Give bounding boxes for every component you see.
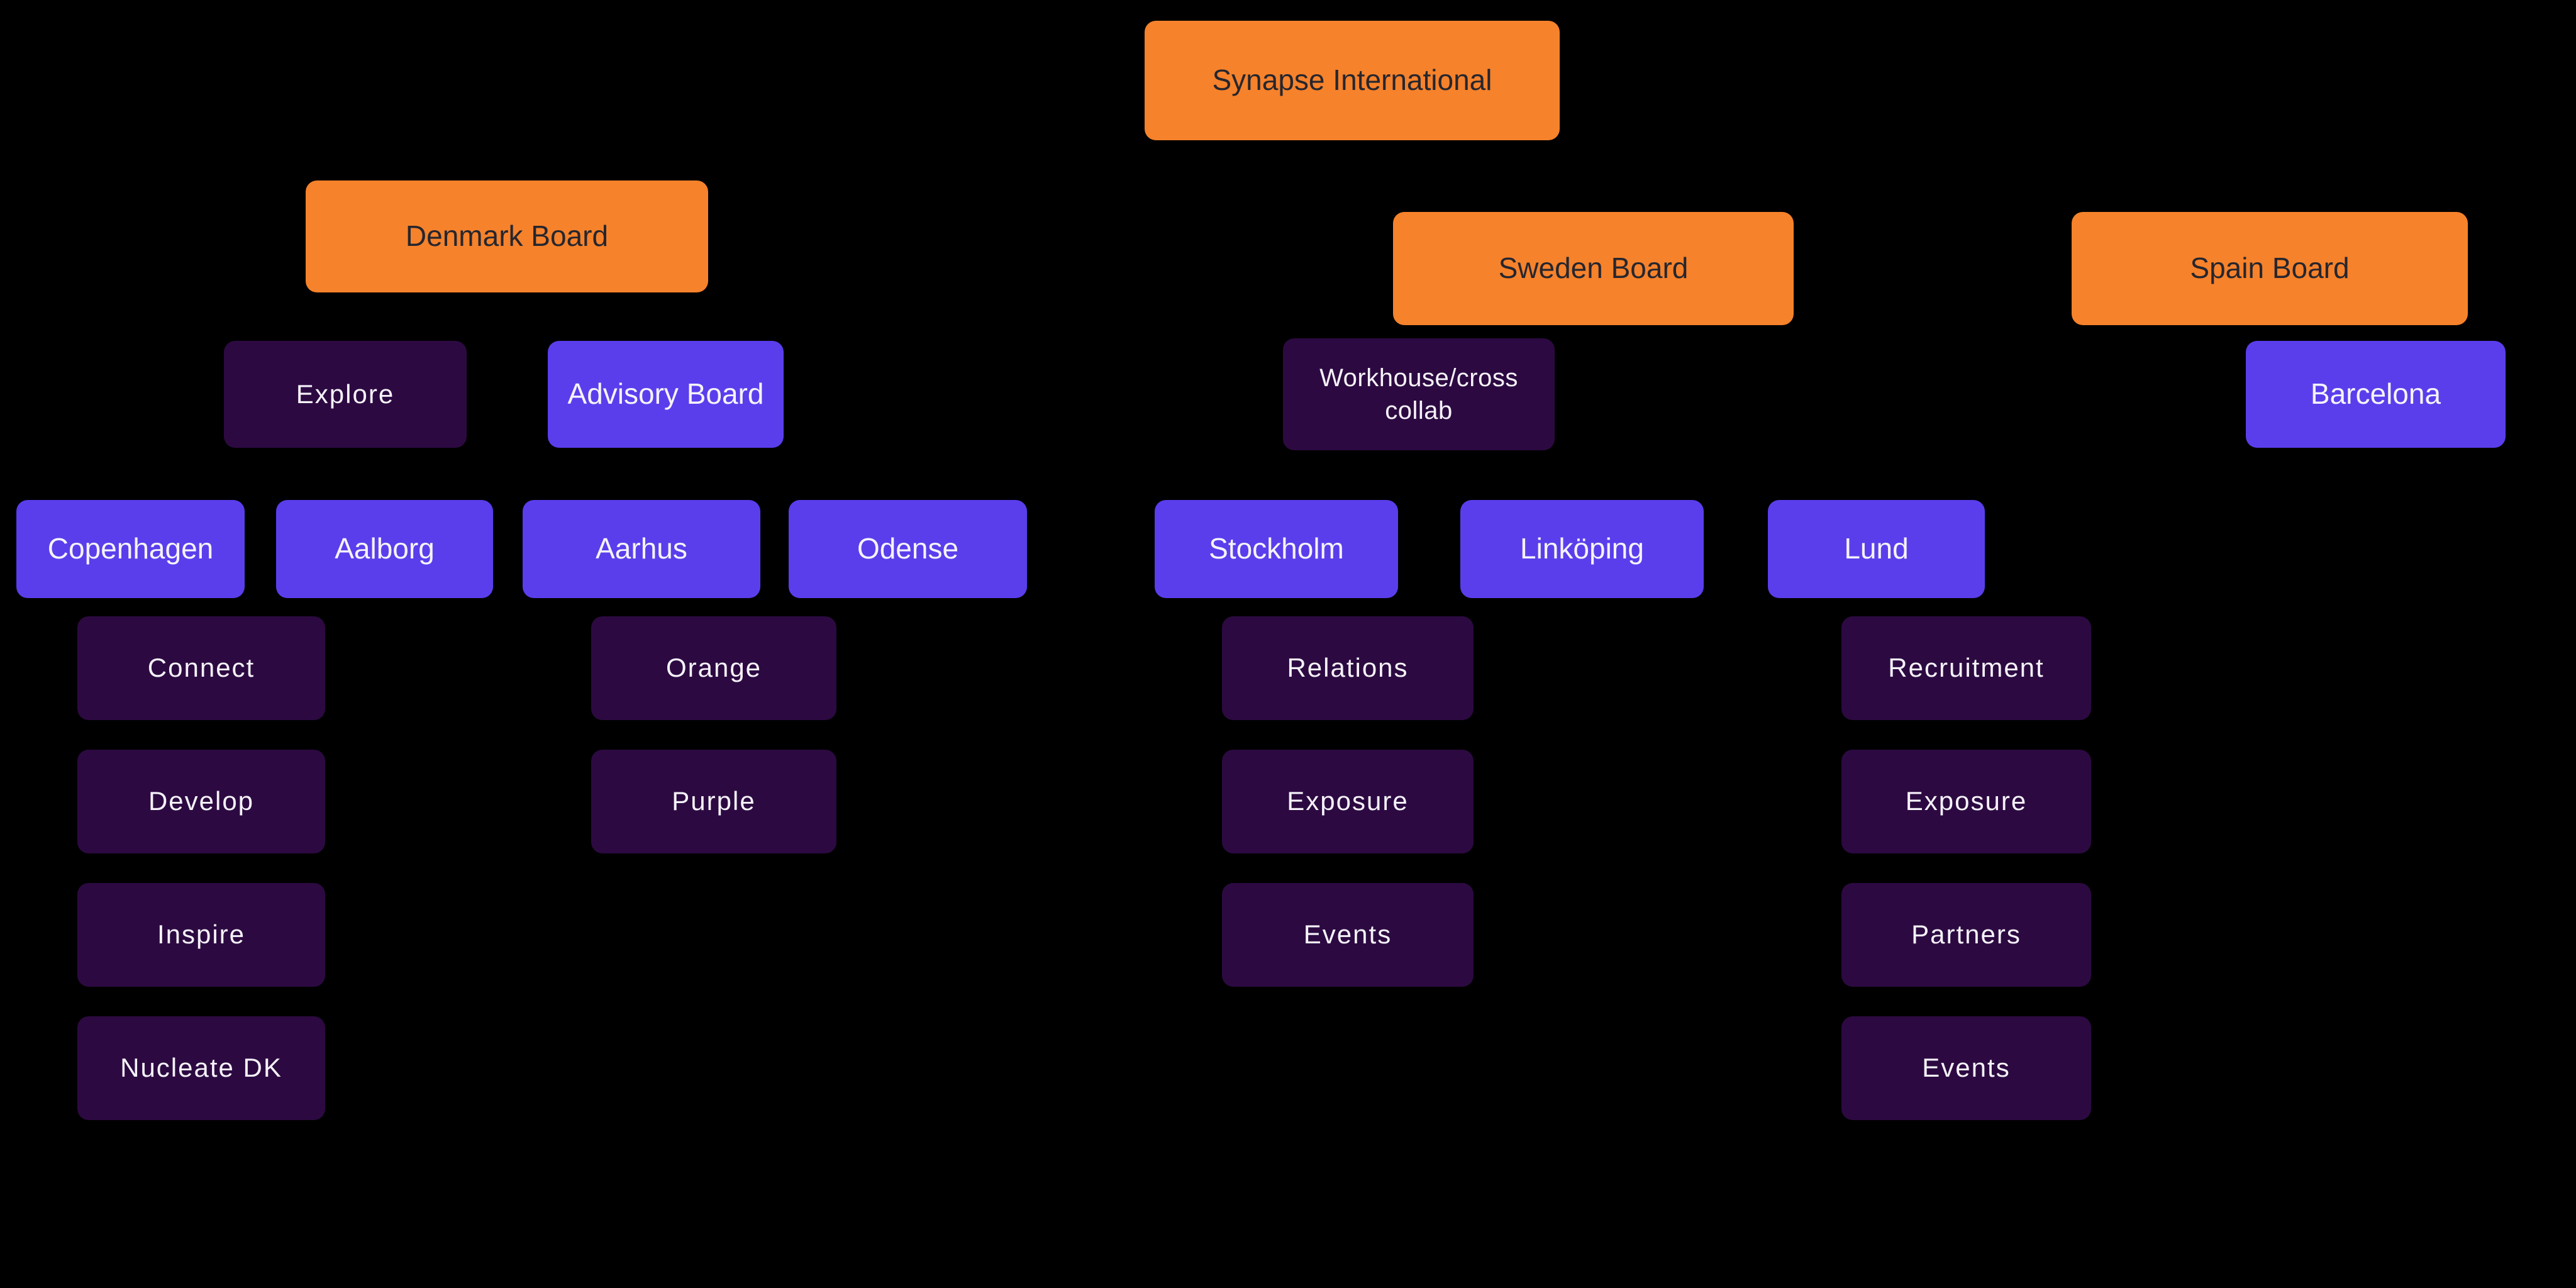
node-connect: Connect xyxy=(77,616,325,720)
node-relations: Relations xyxy=(1222,616,1474,720)
node-explore: Explore xyxy=(224,341,467,448)
node-aalborg: Aalborg xyxy=(276,500,493,598)
node-events-lund: Events xyxy=(1841,1016,2091,1120)
node-synapse-international: Synapse International xyxy=(1145,21,1560,140)
node-develop: Develop xyxy=(77,750,325,853)
node-nucleate-dk: Nucleate DK xyxy=(77,1016,325,1120)
node-aarhus: Aarhus xyxy=(523,500,760,598)
node-partners: Partners xyxy=(1841,883,2091,987)
node-exposure-stockholm: Exposure xyxy=(1222,750,1474,853)
node-purple: Purple xyxy=(591,750,836,853)
node-copenhagen: Copenhagen xyxy=(16,500,245,598)
node-sweden-board: Sweden Board xyxy=(1393,212,1794,325)
node-events-stockholm: Events xyxy=(1222,883,1474,987)
node-exposure-lund: Exposure xyxy=(1841,750,2091,853)
node-spain-board: Spain Board xyxy=(2072,212,2468,325)
node-stockholm: Stockholm xyxy=(1155,500,1398,598)
node-linkoping: Linköping xyxy=(1460,500,1704,598)
node-lund: Lund xyxy=(1768,500,1985,598)
node-workhouse-cross-collab: Workhouse/cross collab xyxy=(1283,338,1555,450)
node-orange: Orange xyxy=(591,616,836,720)
node-advisory-board: Advisory Board xyxy=(548,341,784,448)
node-denmark-board: Denmark Board xyxy=(306,180,708,292)
node-barcelona: Barcelona xyxy=(2246,341,2506,448)
node-recruitment: Recruitment xyxy=(1841,616,2091,720)
node-odense: Odense xyxy=(789,500,1027,598)
node-inspire: Inspire xyxy=(77,883,325,987)
